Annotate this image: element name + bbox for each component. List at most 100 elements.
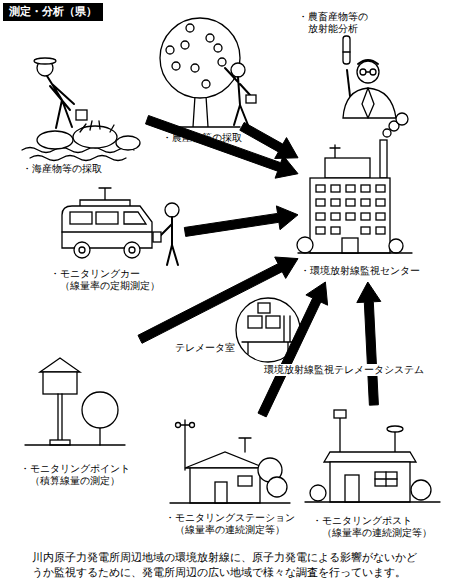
seashore-collection-drawing bbox=[30, 156, 126, 161]
laboratory-analyst-drawing bbox=[343, 88, 396, 118]
laboratory-analyst-drawing bbox=[360, 69, 366, 75]
telemeter-room-drawing bbox=[248, 316, 262, 328]
flow-arrow bbox=[146, 116, 299, 179]
laboratory-analyst-drawing bbox=[358, 60, 378, 64]
illustration-node: ・農産物等の採取 bbox=[150, 8, 242, 145]
node-label-group: ・モニタリングカー （線量率の定期測定） bbox=[50, 268, 168, 292]
monitoring-center-building-drawing bbox=[361, 213, 370, 220]
system-label: 環境放射線監視テレメータシステム bbox=[262, 364, 426, 376]
node-label-group: ・モニタリングポイント （積算線量の測定） bbox=[20, 463, 145, 487]
monitoring-station-drawing bbox=[215, 482, 227, 503]
monitoring-post-drawing bbox=[305, 410, 440, 502]
node-label-group: ・環境放射線監視センター bbox=[300, 265, 420, 277]
illustration-node: ・モニタリングポイント （積算線量の測定） bbox=[15, 330, 140, 495]
monitoring-car-drawing bbox=[129, 247, 135, 253]
monitoring-point-drawing bbox=[25, 444, 125, 445]
orchard-collection-drawing bbox=[191, 64, 199, 72]
orchard-collection-drawing bbox=[231, 63, 245, 77]
node-label: ・モニタリングポイント （積算線量の測定） bbox=[20, 463, 145, 487]
telemeter-room-drawing bbox=[236, 298, 300, 362]
monitoring-center-building-drawing bbox=[316, 227, 325, 234]
laboratory-analyst-drawing bbox=[343, 51, 350, 52]
monitoring-center-building-drawing bbox=[396, 113, 408, 125]
seashore-collection-drawing bbox=[80, 121, 114, 132]
monitoring-point-drawing bbox=[99, 428, 100, 445]
monitoring-station-drawing bbox=[238, 476, 252, 486]
node-label: ・環境放射線監視センター bbox=[300, 265, 420, 277]
monitoring-post-drawing bbox=[375, 472, 397, 486]
monitoring-center-building-drawing bbox=[346, 213, 355, 220]
monitoring-center-building-drawing bbox=[346, 199, 355, 206]
monitoring-post-drawing bbox=[330, 462, 410, 502]
monitoring-car-drawing bbox=[124, 212, 146, 224]
monitoring-station-drawing bbox=[190, 468, 260, 503]
caption-text: 川内原子力発電所周辺地域の環境放射線に、原子力発電による影響がないかどうか監視す… bbox=[32, 550, 424, 580]
laboratory-analyst-drawing bbox=[370, 69, 376, 75]
monitoring-center-building-drawing bbox=[331, 185, 340, 192]
illustration-node: ・モニタリングポスト （線量率の連続測定等） bbox=[305, 405, 450, 550]
monitoring-point-drawing bbox=[82, 392, 118, 428]
monitoring-center-building-drawing bbox=[380, 140, 387, 178]
flow-arrow bbox=[184, 206, 298, 237]
monitoring-center-building-drawing bbox=[325, 158, 370, 178]
orchard-collection-drawing bbox=[168, 96, 240, 127]
laboratory-analyst-drawing bbox=[362, 88, 374, 118]
monitoring-center-building-drawing bbox=[316, 185, 325, 192]
monitoring-station-drawing bbox=[267, 477, 287, 497]
monitoring-center-building-drawing bbox=[376, 213, 385, 220]
monitoring-center-building-drawing bbox=[376, 185, 385, 192]
laboratory-analyst-drawing bbox=[343, 36, 350, 64]
seashore-collection-drawing bbox=[37, 131, 73, 149]
monitoring-center-building-drawing bbox=[361, 199, 370, 206]
monitoring-center-building-drawing bbox=[376, 199, 385, 206]
monitoring-car-drawing bbox=[62, 206, 152, 248]
node-label-group: ・農畜産物等の 放射能分析 bbox=[298, 11, 390, 35]
monitoring-point-drawing bbox=[43, 372, 77, 394]
monitoring-center-building-drawing bbox=[331, 227, 340, 234]
monitoring-station-drawing bbox=[190, 423, 195, 428]
orchard-collection-drawing bbox=[218, 58, 226, 66]
orchard-collection-drawing bbox=[160, 18, 256, 127]
telemeter-room-drawing bbox=[236, 298, 300, 362]
monitoring-post-drawing bbox=[345, 475, 359, 502]
monitoring-car-drawing bbox=[153, 232, 161, 242]
monitoring-point-drawing bbox=[50, 440, 70, 445]
telemeter-room-drawing bbox=[242, 316, 294, 354]
monitoring-center-building-drawing bbox=[316, 199, 325, 206]
monitoring-point-drawing bbox=[58, 394, 62, 440]
monitoring-post-drawing bbox=[324, 452, 416, 462]
node-label: ・モニタリングポスト （線量率の連続測定等） bbox=[312, 515, 444, 539]
laboratory-analyst-drawing bbox=[343, 36, 396, 118]
monitoring-car-drawing bbox=[160, 217, 178, 265]
node-label-group: テレメータ室 bbox=[175, 342, 235, 354]
telemeter-room-drawing bbox=[266, 316, 280, 328]
node-label-group: ・海産物等の採取 bbox=[22, 163, 102, 175]
monitoring-center-building-drawing bbox=[331, 199, 340, 206]
seashore-collection-drawing bbox=[116, 136, 140, 150]
illustration-node: ・モニタリングステーション （線量率の連続測定等） bbox=[160, 415, 300, 550]
monitoring-post-drawing bbox=[334, 410, 346, 418]
monitoring-center-building-drawing bbox=[316, 213, 325, 220]
orchard-collection-drawing bbox=[214, 44, 222, 52]
monitoring-center-building-drawing bbox=[361, 185, 370, 192]
node-label: ・海産物等の採取 bbox=[22, 163, 102, 175]
node-label-group: ・モニタリングステーション （線量率の連続測定等） bbox=[165, 512, 300, 536]
monitoring-center-building-drawing bbox=[389, 239, 403, 253]
illustration-node: ・モニタリングカー （線量率の定期測定） bbox=[40, 192, 185, 294]
laboratory-analyst-drawing bbox=[357, 61, 379, 83]
seashore-collection-drawing bbox=[34, 58, 56, 64]
flow-arrow bbox=[138, 257, 298, 343]
monitoring-station-drawing bbox=[170, 420, 290, 503]
monitoring-car-drawing bbox=[124, 242, 140, 258]
node-label: ・モニタリングカー （線量率の定期測定） bbox=[50, 268, 168, 292]
orchard-collection-drawing bbox=[246, 95, 256, 103]
monitoring-center-building-drawing bbox=[297, 237, 313, 253]
monitoring-car-drawing bbox=[74, 242, 90, 258]
monitoring-car-drawing bbox=[62, 231, 152, 232]
monitoring-center-building-drawing bbox=[376, 227, 385, 234]
monitoring-post-drawing bbox=[375, 472, 397, 486]
monitoring-car-drawing bbox=[165, 203, 179, 217]
monitoring-post-drawing bbox=[340, 418, 395, 452]
